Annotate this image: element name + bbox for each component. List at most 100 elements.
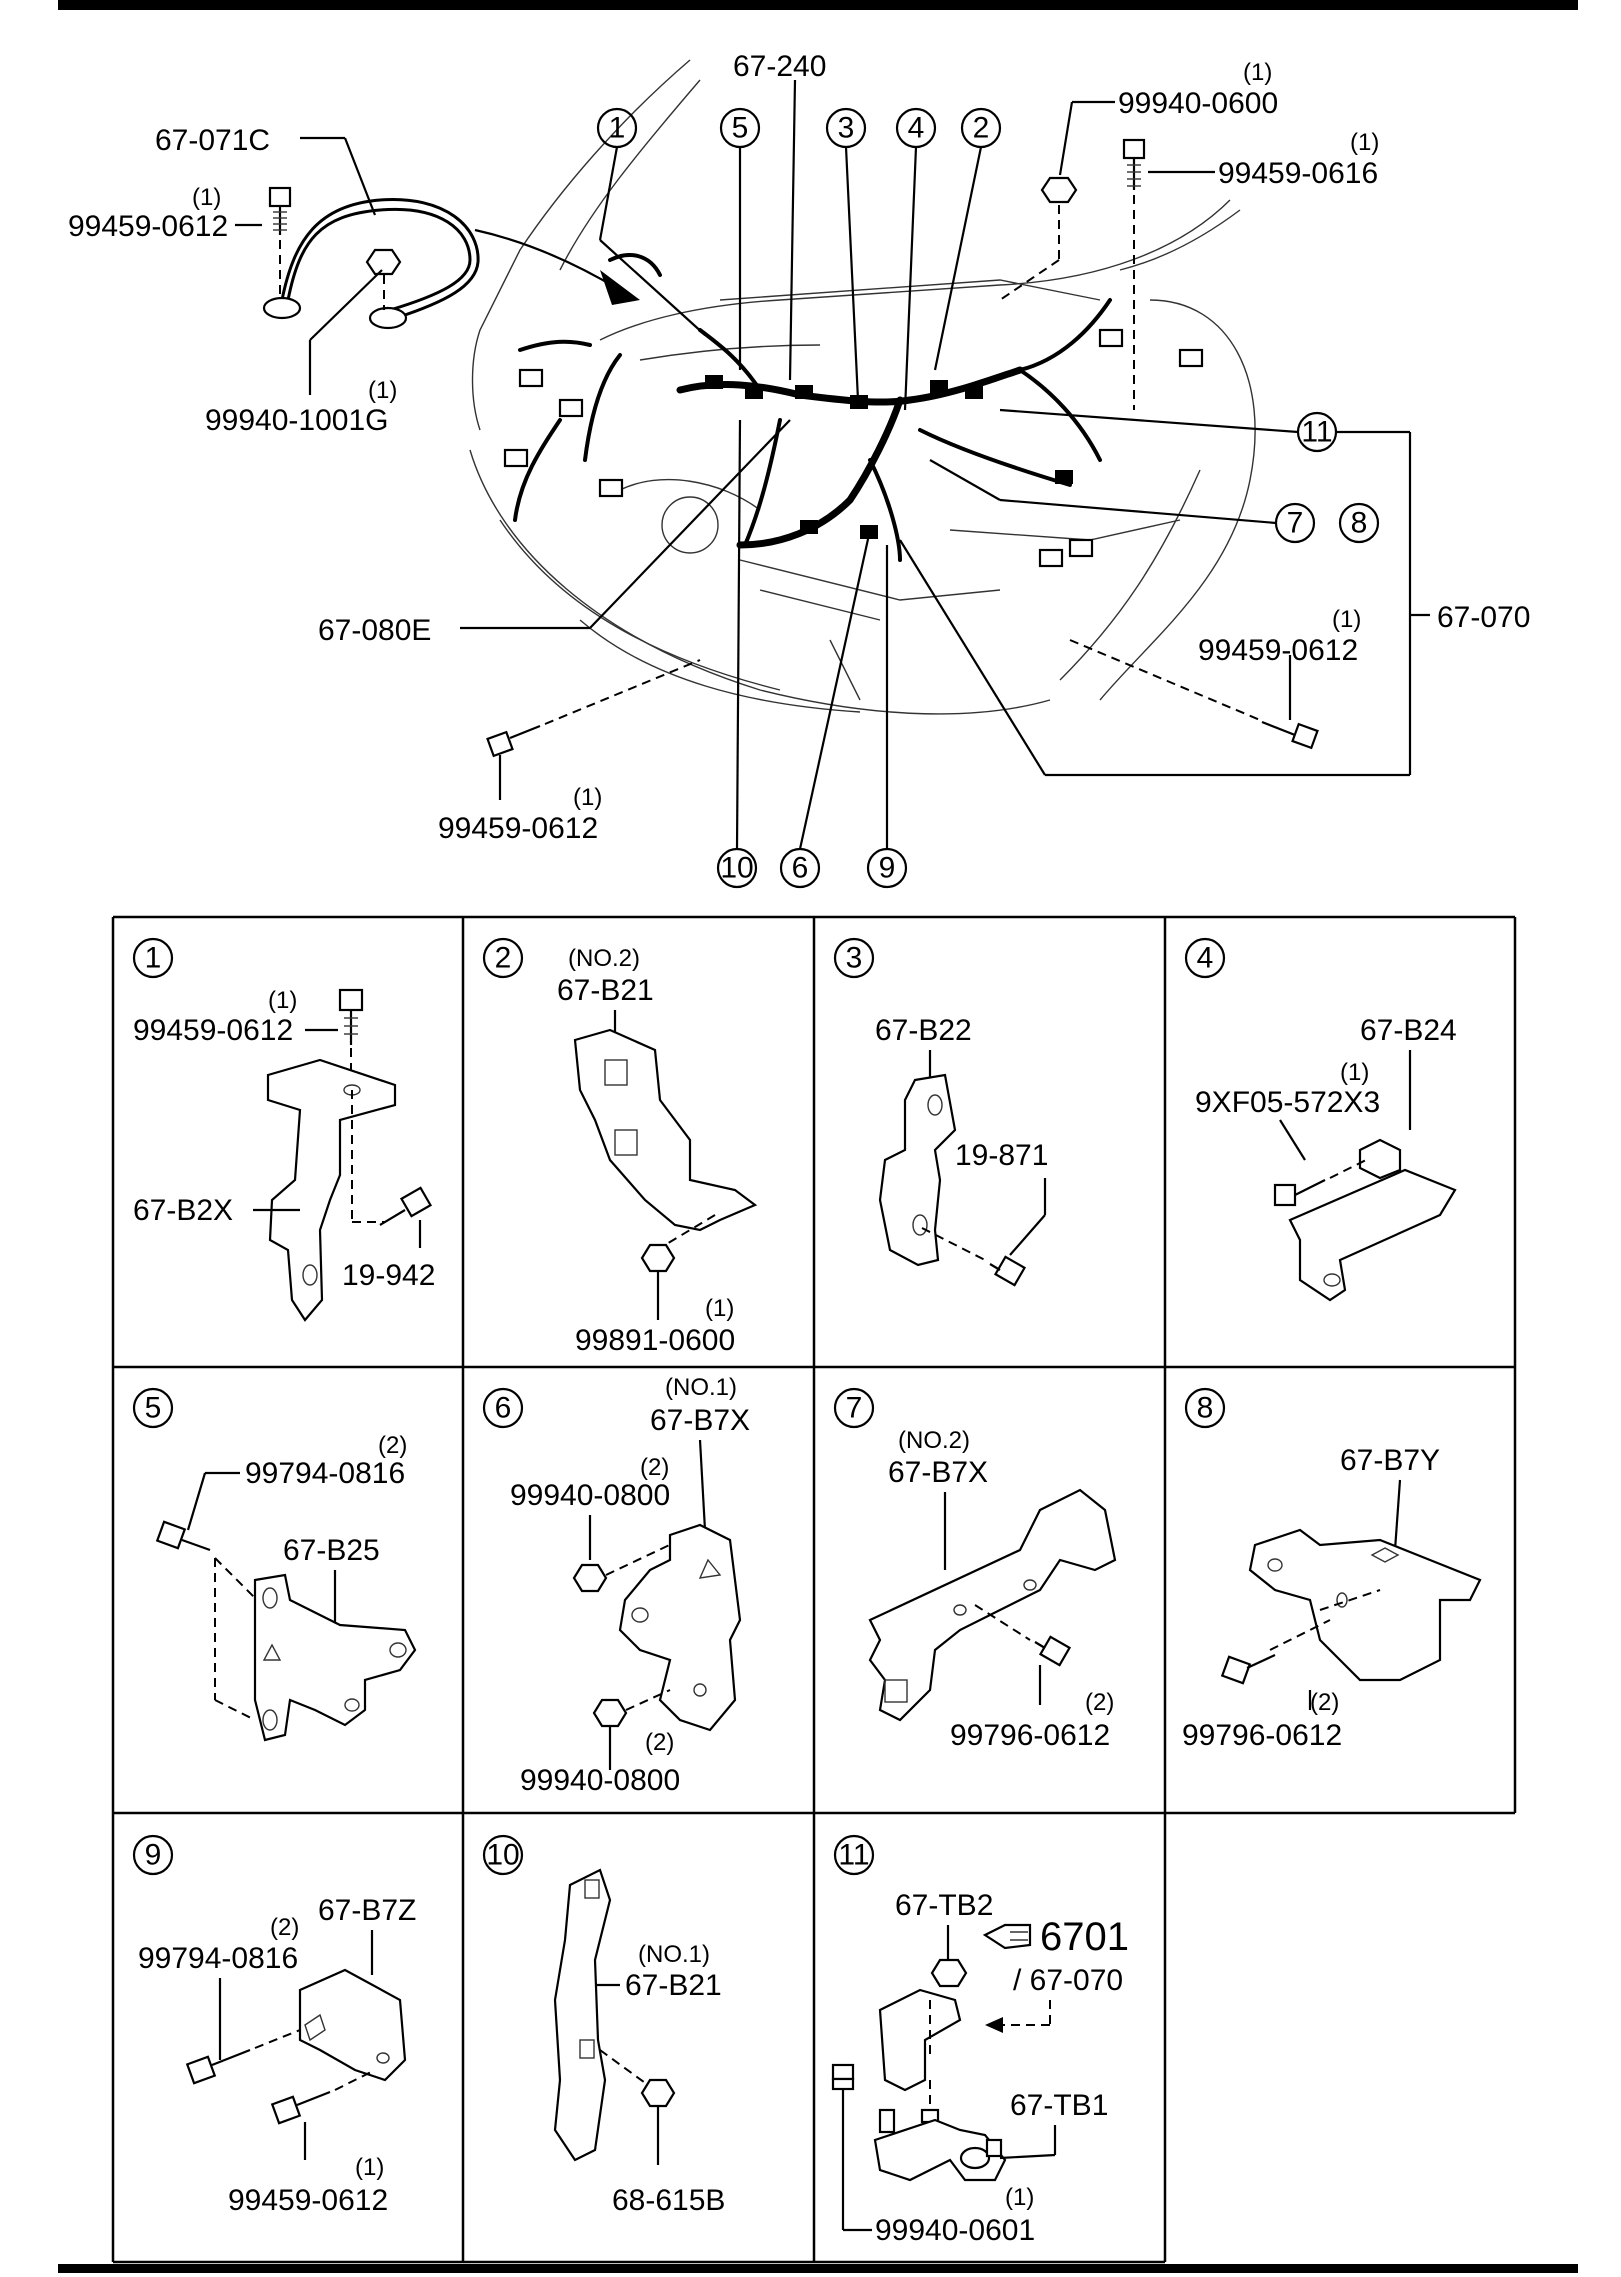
- label-19-942: 19-942: [342, 1259, 435, 1292]
- callout-3: 3: [838, 112, 855, 145]
- vehicle-outline: [469, 59, 1256, 715]
- bolt-icon: [1122, 138, 1146, 410]
- panel-number: 9: [145, 1839, 162, 1872]
- label-67-B7X: 67-B7X: [888, 1456, 988, 1489]
- bolt-icon: [486, 659, 701, 800]
- panel-number: 10: [486, 1839, 519, 1872]
- overview-callouts: 1 5 3 4 2 11 7 8 10 6 9: [596, 107, 1380, 889]
- qty-label: (1): [192, 184, 221, 211]
- nut-icon: [365, 248, 402, 310]
- qty-label: (2): [1085, 1689, 1114, 1716]
- ground-cable-67-071C: [262, 198, 640, 330]
- detail-panel-2: 2 (NO.2) 67-B21 (1) 99891-0600: [482, 937, 758, 1357]
- label-67-080E: 67-080E: [318, 614, 431, 647]
- detail-panel-6: 6 (NO.1) 67-B7X (2) 99940-0800 (2) 99940…: [482, 1374, 750, 1797]
- callout-4: 4: [908, 112, 925, 145]
- label-99459-0616: 99459-0616: [1218, 157, 1378, 190]
- callout-11: 11: [1301, 416, 1332, 449]
- label-67-B21: 67-B21: [625, 1969, 722, 2002]
- qty-label: (2): [378, 1432, 407, 1459]
- qty-label: (2): [645, 1729, 674, 1756]
- callout-10: 10: [720, 852, 753, 885]
- label-67-B7X: 67-B7X: [650, 1404, 750, 1437]
- label-67-B2X: 67-B2X: [133, 1194, 233, 1227]
- top-border-bar: [58, 0, 1578, 10]
- label-67-070: 67-070: [1437, 601, 1530, 634]
- qty-label: (1): [355, 2154, 384, 2181]
- qty-label: (1): [268, 987, 297, 1014]
- label-99794-0816: 99794-0816: [138, 1942, 298, 1975]
- reference-6701: 6701: [1040, 1915, 1129, 1959]
- bottom-border-bar: [58, 2264, 1578, 2273]
- qty-label: (1): [1340, 1059, 1369, 1086]
- detail-panel-1: 1 (1) 99459-0612 67-B2X 19-942: [132, 937, 435, 1322]
- qty-label: (2): [640, 1454, 669, 1481]
- note-label: (NO.1): [665, 1374, 737, 1401]
- qty-label: (1): [1350, 129, 1379, 156]
- qty-label: (1): [368, 377, 397, 404]
- label-99940-1001G: 99940-1001G: [205, 404, 389, 437]
- label-67-240: 67-240: [733, 50, 826, 83]
- label-99940-0800: 99940-0800: [520, 1764, 680, 1797]
- label-99940-0800: 99940-0800: [510, 1479, 670, 1512]
- note-label: (NO.1): [638, 1941, 710, 1968]
- overview-leaders: [235, 79, 1430, 850]
- callout-5: 5: [732, 112, 749, 145]
- detail-grid: [111, 915, 1517, 2264]
- detail-panel-8: 8 67-B7Y (2) 99796-0612: [1182, 1387, 1482, 1752]
- callout-9: 9: [879, 852, 896, 885]
- pointing-hand-icon: [982, 1923, 1032, 1950]
- label-67-B7Y: 67-B7Y: [1340, 1444, 1440, 1477]
- label-67-TB1: 67-TB1: [1010, 2089, 1108, 2122]
- qty-label: (2): [270, 1914, 299, 1941]
- label-99940-0600: 99940-0600: [1118, 87, 1278, 120]
- wiring-harness: [503, 253, 1204, 568]
- qty-label: (2): [1310, 1689, 1339, 1716]
- label-99459-0612: 99459-0612: [228, 2184, 388, 2217]
- label-67-B21: 67-B21: [557, 974, 654, 1007]
- label-67-B7Z: 67-B7Z: [318, 1894, 416, 1927]
- panel-number: 11: [838, 1839, 869, 1872]
- bolt-icon: [1069, 639, 1319, 750]
- label-67-TB2: 67-TB2: [895, 1889, 993, 1922]
- label-19-871: 19-871: [955, 1139, 1048, 1172]
- label-99940-0601: 99940-0601: [875, 2214, 1035, 2247]
- label-68-615B: 68-615B: [612, 2184, 725, 2217]
- label-67-B25: 67-B25: [283, 1534, 380, 1567]
- detail-panel-5: 5 (2) 99794-0816 67-B25: [132, 1387, 417, 1742]
- detail-panel-9: 9 67-B7Z (2) 99794-0816 (1) 99459-0612: [132, 1834, 416, 2217]
- qty-label: (1): [1243, 59, 1272, 86]
- label-99459-0612: 99459-0612: [133, 1014, 293, 1047]
- panel-number: 7: [846, 1392, 863, 1425]
- callout-6: 6: [792, 852, 809, 885]
- label-67-071C: 67-071C: [155, 124, 270, 157]
- detail-panel-10: 10 (NO.1) 67-B21 68-615B: [482, 1834, 725, 2217]
- detail-panel-3: 3 67-B22 19-871: [833, 937, 1048, 1287]
- callout-1: 1: [609, 112, 626, 145]
- detail-panel-7: 7 (NO.2) 67-B7X (2) 99796-0612: [833, 1387, 1117, 1752]
- nut-icon: [999, 176, 1078, 301]
- callout-7: 7: [1287, 507, 1304, 540]
- note-label: (NO.2): [898, 1427, 970, 1454]
- qty-label: (1): [705, 1295, 734, 1322]
- panel-number: 6: [495, 1392, 512, 1425]
- reference-67-070: / 67-070: [1013, 1964, 1123, 1997]
- label-99796-0612: 99796-0612: [1182, 1719, 1342, 1752]
- label-99459-0612: 99459-0612: [68, 210, 228, 243]
- label-67-B24: 67-B24: [1360, 1014, 1457, 1047]
- panel-number: 2: [495, 942, 512, 975]
- label-99459-0612: 99459-0612: [1198, 634, 1358, 667]
- label-99794-0816: 99794-0816: [245, 1457, 405, 1490]
- qty-label: (1): [573, 784, 602, 811]
- panel-number: 3: [846, 942, 863, 975]
- qty-label: (1): [1332, 606, 1361, 633]
- panel-number: 8: [1197, 1392, 1214, 1425]
- overview-labels: 67-240 67-071C (1) 99459-0612 (1) 99940-…: [68, 50, 1530, 845]
- note-label: (NO.2): [568, 945, 640, 972]
- panel-number: 1: [145, 942, 162, 975]
- label-99891-0600: 99891-0600: [575, 1324, 735, 1357]
- bolt-icon: [268, 186, 292, 295]
- label-67-B22: 67-B22: [875, 1014, 972, 1047]
- panel-number: 5: [145, 1392, 162, 1425]
